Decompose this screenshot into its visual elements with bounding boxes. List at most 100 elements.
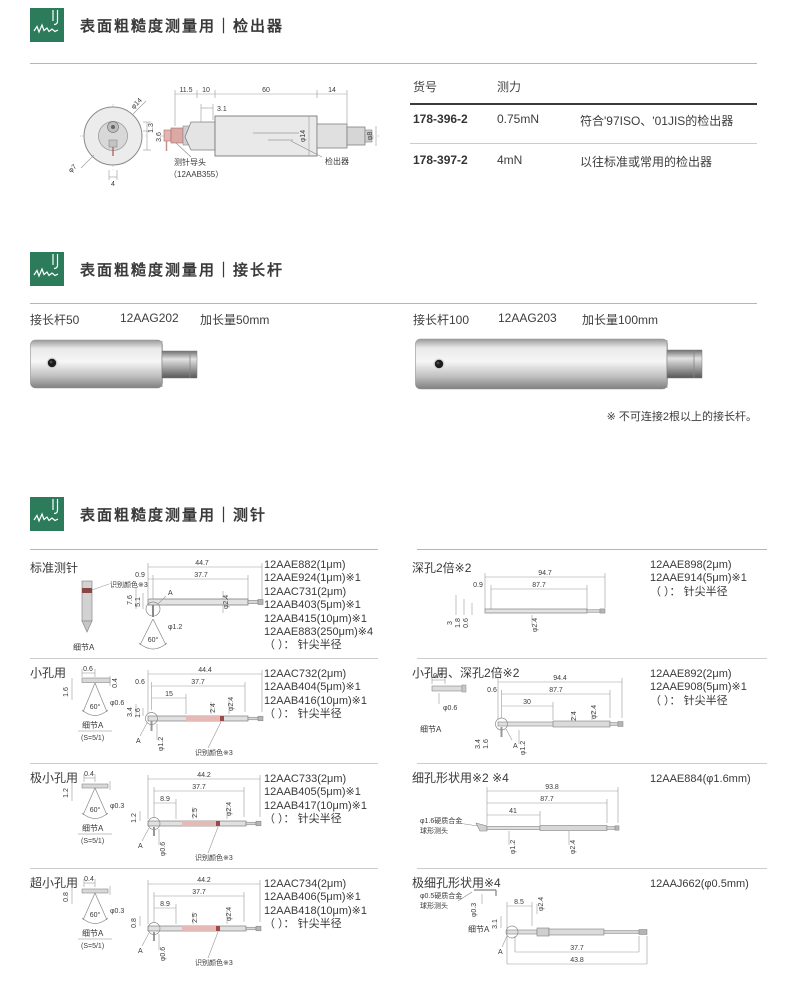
dim-label: 细节A [82,720,104,730]
dim-label: 94.7 [538,570,552,577]
small-deep2x-stylus-drawing: 0.6 φ0.6 细节A 0.6 94.4 87.7 30 2.4 φ2.4 3… [420,673,624,755]
rod-length: 加长量100mm [582,313,659,327]
dim-label: 8.9 [160,901,170,908]
dim-label: 球形测头 [420,826,448,835]
dim-label: 8.9 [160,796,170,803]
dim-label: 0.4 [84,876,94,883]
dim-label: 94.4 [553,675,567,682]
dim-label: 4 [111,181,115,188]
dim-label: 5.1 [135,597,142,607]
roughness-wave-icon [30,252,64,286]
stylus-type-label: 深孔2倍※2 [412,561,472,575]
dim-label: φ2.4 [223,595,230,609]
dim-label: 1.2 [131,813,138,823]
dim-label: 0.4 [112,678,119,688]
dim-label: 识别颜色※3 [195,853,233,862]
divider [30,303,757,304]
dim-label: φ0.6 [160,947,167,961]
dim-label: φ14 [130,97,144,111]
tip-radius-note: （ ）： 针尖半径 [264,813,342,826]
stylus-cell-ultra-small-hole: 超小孔用 0.4 0.8 φ0.3 60° 细节A (S=5/1) 44.2 3… [30,870,378,980]
dim-label: φ2.4 [532,618,539,632]
dim-label: 3 [447,621,454,625]
part-number: 12AAE884(φ1.6mm) [650,773,751,785]
part-number-list: 12AAE892(2μm) 12AAE908(5μm)※1 （ ）： 针尖半径 [650,668,747,708]
dim-label: (S=5/1) [81,735,104,742]
part-number: 12AAE892(2μm) [650,668,732,680]
divider [417,658,767,659]
stylus-type-label: 标准测针 [30,561,79,575]
extension-rod-100-image [415,338,703,390]
dim-label: φ1.6硬质合金 [420,816,462,825]
dim-label: 10 [202,87,210,94]
dim-label: A [138,948,143,955]
dim-label: 0.9 [135,572,145,579]
dim-label: 1.3 [148,123,155,133]
part-number: 12AAJ662(φ0.5mm) [650,878,749,890]
dim-label: 3.4 [127,707,134,717]
tip-radius-note: （ ）： 针尖半径 [264,639,342,652]
deep2x-stylus-drawing: 94.7 0.9 87.7 3 1.8 0.6 φ2.4 [447,570,606,632]
tip-radius-note: （ ）： 针尖半径 [650,694,728,707]
dim-label: 37.7 [192,784,206,791]
divider [417,549,767,550]
dim-label: 41 [509,808,517,815]
dim-label: 3.4 [475,739,482,749]
measuring-force: 0.75mN [497,112,540,126]
dim-label: 44.7 [195,560,209,567]
dim-label: 识别颜色※3 [195,958,233,967]
dim-label: 细节A [82,928,104,938]
stylus-guide-code: （12AAB355） [169,170,223,179]
roughness-wave-icon [30,497,64,531]
small-hole-stylus-drawing: 0.6 0.4 1.6 φ0.6 60° 细节A (S=5/1) 0.6 44.… [63,666,264,757]
dim-label: 2.5 [192,808,199,818]
part-number-list: 12AAC733(2μm) 12AAB405(5μm)※1 12AAB417(1… [264,773,367,827]
dim-label: (S=5/1) [81,943,104,950]
dim-label: 93.8 [545,784,559,791]
dim-label: 细节A [82,823,104,833]
ultra-fine-hole-stylus-drawing: φ0.5硬质合金 球形测头 φ0.3 细节A 8.5 φ2.4 3.1 A 37… [420,889,648,965]
dim-label: A [513,743,518,750]
dim-label: 7.6 [127,595,134,605]
dim-label: 60° [148,636,159,644]
dim-label: φ2.4 [570,840,577,854]
stylus-type-label: 极小孔用 [30,771,79,785]
part-number-list: 12AAE898(2μm) 12AAE914(5μm)※1 （ ）： 针尖半径 [650,559,747,599]
dim-label: 0.6 [487,687,497,694]
dim-label: φ2.4 [228,697,235,711]
part-number-list: 12AAC734(2μm) 12AAB406(5μm)※1 12AAB418(1… [264,878,367,932]
part-number: 12AAE908(5μm)※1 [650,681,747,694]
dim-label: 1.2 [63,788,70,798]
stylus-cell-deep2x: 深孔2倍※2 94.7 0.9 87.7 3 1.8 0.6 φ2.4 12AA… [412,553,767,657]
standard-stylus-drawing: 识别颜色※3 细节A 44.7 0.9 37.7 7.6 5.1 A 60° φ… [73,560,264,652]
rod-name: 接长杆100 [413,313,470,327]
dim-label: 1.6 [483,739,490,749]
part-number-list: 12AAE884(φ1.6mm) [650,773,751,786]
dim-label: 识别颜色※3 [110,580,148,589]
part-number-list: 12AAC732(2μm) 12AAB404(5μm)※1 12AAB416(1… [264,668,367,722]
rod-code: 12AAG203 [498,311,557,325]
part-number: 12AAB416(10μm)※1 [264,694,367,707]
dim-label: 1.6 [135,708,142,718]
stylus-type-label: 小孔用、深孔2倍※2 [412,666,520,680]
dim-label: φ1.2 [510,840,517,854]
stylus-cell-very-small-hole: 极小孔用 0.4 1.2 φ0.3 60° 细节A (S=5/1) 44.2 3… [30,765,378,868]
dim-label: 0.9 [473,582,483,589]
divider [30,763,378,764]
dim-label: 87.7 [549,687,563,694]
part-number: 12AAC731(2μm) [264,585,347,598]
dim-label: 球形测头 [420,901,448,910]
detector-section-header: 表面粗糙度测量用｜检出器 [30,8,284,42]
divider [30,658,378,659]
detector-technical-drawing: φ14 φ7 1.3 3.6 4 11.5 10 60 14 3.1 φ14 φ… [67,87,379,188]
stylus-type-label: 极细孔形状用※4 [412,876,501,890]
dim-label: 11.5 [179,87,192,94]
dim-label: φ0.6 [110,700,124,707]
description: 以往标准或常用的检出器 [580,155,713,169]
dim-label: A [168,590,173,597]
part-number: 12AAE882(1μm) [264,559,346,571]
part-number: 12AAB418(10μm)※1 [264,904,367,917]
dim-label: φ14 [300,130,307,142]
part-number: 12AAB417(10μm)※1 [264,799,367,812]
dim-label: 0.6 [135,679,145,686]
